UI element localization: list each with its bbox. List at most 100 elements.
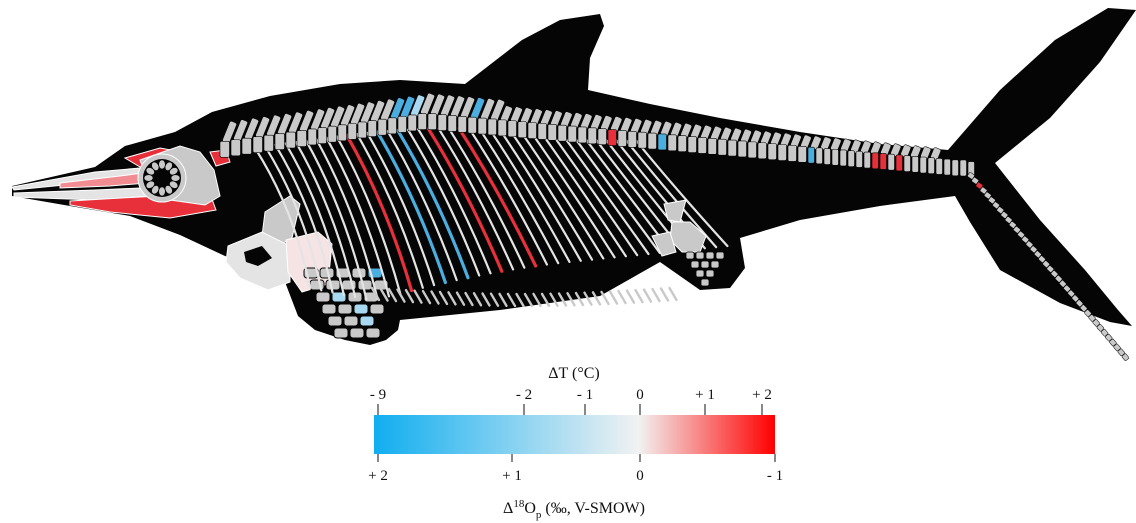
vertebra [617,130,627,147]
flipper-phalanx [353,303,369,315]
vertebra [537,123,547,140]
rib [406,128,481,277]
gastralium [515,292,525,308]
flipper-phalanx [349,327,365,339]
ischium [651,231,677,257]
pelvic-region [651,199,725,287]
flipper-phalanx [685,251,695,260]
tail-vertebra [996,206,1004,214]
rib [304,139,368,301]
flipper-phalanx [365,327,381,339]
vertebra [397,116,407,133]
vertebra [607,129,617,146]
vertebra [737,140,747,158]
gastralium [438,290,449,306]
vertebra [547,123,557,141]
bottom-tick-label: + 1 [502,468,522,484]
top-tick-label: + 2 [752,387,772,403]
rib [345,133,414,293]
coracoid-foramen [244,246,272,266]
vertebra [727,139,737,157]
sclerotic-plate [144,175,153,181]
sclerotic-plate [159,160,165,169]
gastralium [608,290,619,305]
vertebra [677,135,687,153]
tail-vertebra [975,181,984,190]
flipper-phalanx [690,260,700,269]
vertebra [517,121,527,138]
top-tick-label: 0 [636,387,644,403]
vertebra [911,155,919,173]
sclerotic-plate [171,175,180,181]
rib [366,131,436,287]
title-main: O [524,500,536,517]
gastralium [549,292,559,307]
tail-vertebra [1013,226,1021,234]
vertebra [577,126,587,144]
legend-top-title: ΔT (°C) [548,365,600,382]
gastralium [489,292,500,307]
rib [355,132,424,289]
tail-vertebra [983,191,992,200]
tail-vertebra [979,186,988,195]
tail-vertebra [971,177,979,185]
tail-vertebra [1000,211,1009,219]
flipper-phalanx [315,291,331,303]
gastralium [421,289,432,305]
vertebra [487,118,497,136]
color-scale-bar [374,415,775,454]
tail-vertebra [1021,235,1030,244]
rib [253,146,312,290]
flipper-phalanx [325,279,341,291]
tail-vertebra [1017,230,1025,239]
vertebra [797,145,807,163]
rib [539,130,627,258]
flipper-phalanx [327,315,343,327]
rib [264,145,323,292]
pectoral-girdle [225,195,389,339]
vertebra [427,113,437,131]
vertebra [951,159,959,177]
sclerotic-plate [146,167,155,175]
title-units: (‰, V-SMOW) [541,500,645,517]
gastralium [404,288,415,304]
gastralium [642,288,653,303]
vertebra [879,153,887,170]
rib [549,131,639,257]
title-delta: Δ [503,500,513,517]
sclerotic-ring [144,160,180,196]
vertebra [839,149,847,167]
gastralium [566,292,576,307]
vertebra [717,138,727,156]
rib [529,130,616,259]
flipper-phalanx [359,315,375,327]
rib [315,137,379,301]
gastralium [455,291,466,306]
rib [478,127,560,265]
tail-vertebra [1071,294,1080,303]
skull [11,145,231,219]
vertebra [855,151,863,168]
vertebra [557,124,567,142]
tail-vertebra [1105,333,1113,342]
gastralium [659,287,670,302]
rib [457,126,538,268]
vertebra [457,116,467,133]
title-superscript: 18 [513,498,525,510]
hind-flipper-bones [685,251,725,287]
gastralium [574,291,585,307]
legend-bottom-title: Δ18Op (‰, V-SMOW) [503,498,645,521]
vertebra [757,142,767,160]
neural-spine [900,144,912,158]
rib [386,130,458,282]
vertebra [895,154,903,172]
tail-vertebra [1088,314,1096,322]
vertebra [927,157,935,175]
sclerotic-plate [165,162,173,171]
sclerotic-plate [151,162,159,171]
gastralium [396,288,406,303]
vertebra [527,122,537,139]
rib [488,128,571,263]
